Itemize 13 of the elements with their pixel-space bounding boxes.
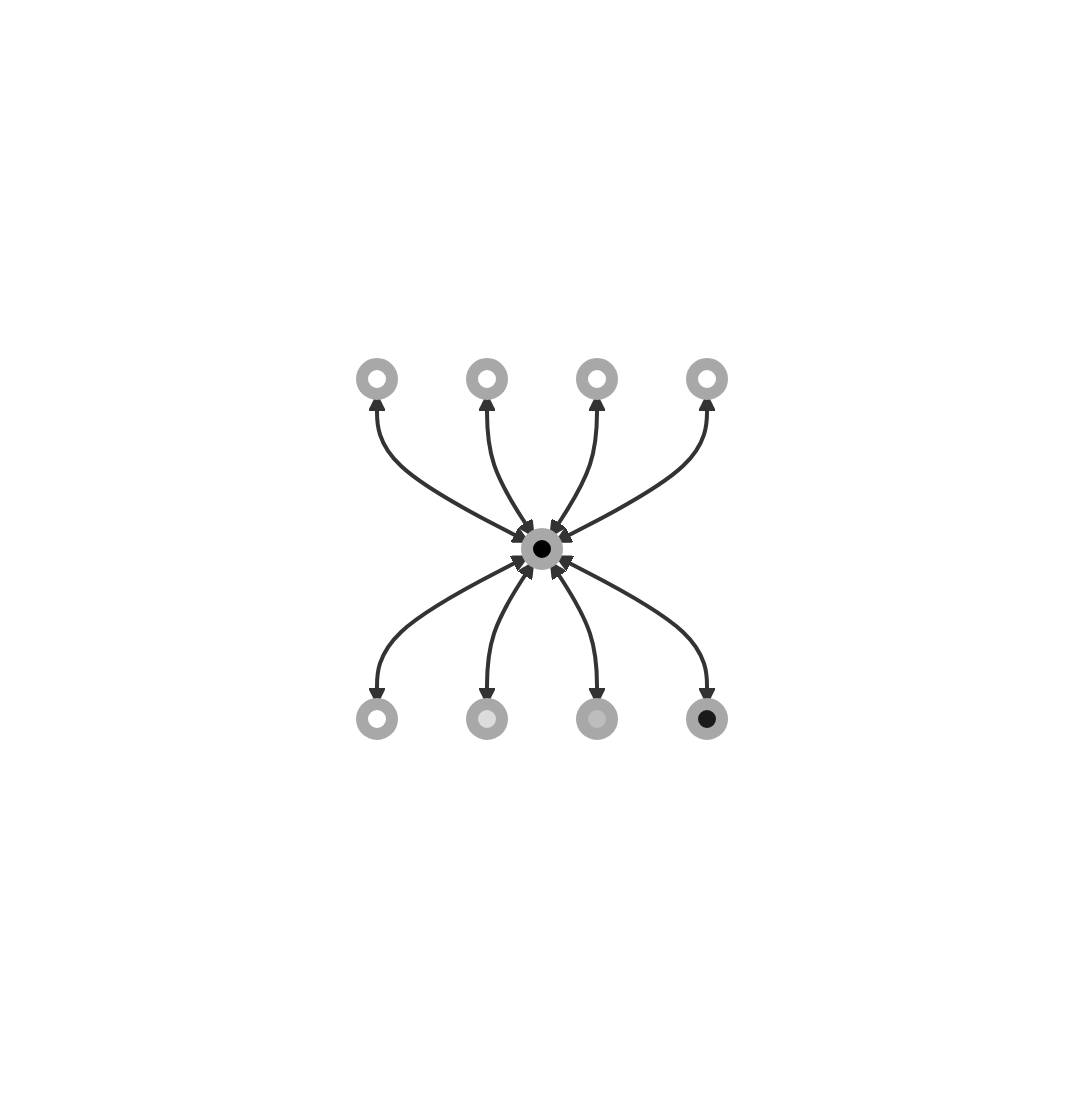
node-circle — [685, 697, 727, 739]
node-circle — [685, 357, 727, 399]
arrow — [554, 554, 715, 704]
node-circle — [465, 357, 507, 399]
node-circle — [575, 697, 617, 739]
node-circle — [355, 357, 397, 399]
node-circle — [465, 697, 507, 739]
arrow — [367, 554, 528, 704]
arrow — [548, 560, 605, 704]
arrow — [477, 560, 534, 704]
node-circle — [520, 527, 562, 569]
node-circle — [355, 697, 397, 739]
node-circle — [575, 357, 617, 399]
